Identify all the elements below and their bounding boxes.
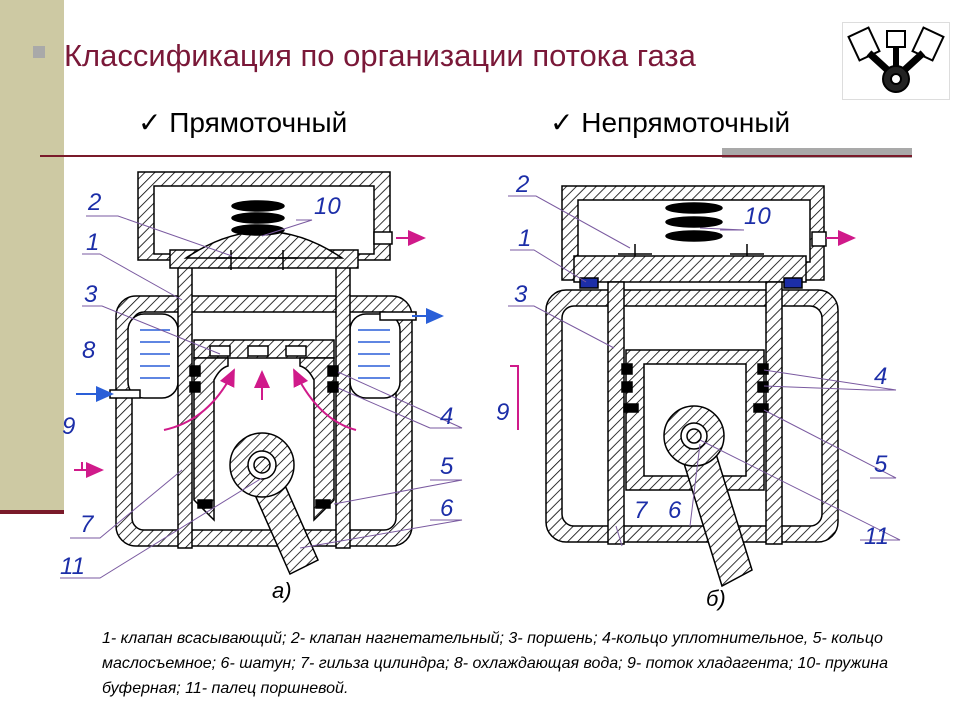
sidebar-decoration <box>0 0 64 512</box>
caption-b: б) <box>706 586 726 611</box>
type-indirect-flow: ✓ Непрямоточный <box>550 107 791 138</box>
svg-text:3: 3 <box>84 281 98 308</box>
svg-text:7: 7 <box>80 511 95 538</box>
svg-text:9: 9 <box>496 399 509 426</box>
header-rule-accent <box>722 148 912 158</box>
svg-text:4: 4 <box>440 403 453 430</box>
flow-arrows-a <box>74 230 444 478</box>
svg-text:7: 7 <box>634 497 649 524</box>
svg-text:11: 11 <box>864 523 889 550</box>
labels-b: 2 10 1 3 9 4 5 7 6 11 <box>496 171 889 550</box>
labels-a: 2 10 1 3 8 9 4 5 6 7 11 <box>60 189 454 580</box>
flow-arrows-b <box>510 230 856 430</box>
svg-text:8: 8 <box>82 337 96 364</box>
svg-text:2: 2 <box>515 171 529 198</box>
compressor-diagrams: 2 10 1 3 8 9 4 5 6 7 11 а) <box>60 171 901 611</box>
svg-text:1: 1 <box>86 229 99 256</box>
svg-text:10: 10 <box>744 203 771 230</box>
slide-title: Классификация по организации потока газа <box>64 38 696 73</box>
svg-text:11: 11 <box>60 553 85 580</box>
svg-text:6: 6 <box>668 497 682 524</box>
svg-text:6: 6 <box>440 495 454 522</box>
diagram-b <box>545 185 839 588</box>
caption-a: а) <box>272 578 292 603</box>
svg-text:1: 1 <box>518 225 531 252</box>
sidebar-edge <box>0 510 64 514</box>
bullet-square-icon <box>33 46 45 58</box>
svg-text:5: 5 <box>440 453 454 480</box>
svg-text:3: 3 <box>514 281 528 308</box>
svg-text:5: 5 <box>874 451 888 478</box>
leader-lines-a <box>60 215 463 579</box>
water-level-lines-a <box>140 329 390 379</box>
header-rule <box>40 155 912 157</box>
type-direct-flow: ✓ Прямоточный <box>138 107 348 138</box>
svg-text:9: 9 <box>62 413 75 440</box>
piston-engine-icon <box>842 22 950 100</box>
svg-text:2: 2 <box>87 189 101 216</box>
svg-text:4: 4 <box>874 363 887 390</box>
leader-lines-b <box>508 195 901 547</box>
legend-text: 1- клапан всасывающий; 2- клапан нагнета… <box>102 630 888 697</box>
diagram-a <box>109 171 417 576</box>
svg-text:10: 10 <box>314 193 341 220</box>
